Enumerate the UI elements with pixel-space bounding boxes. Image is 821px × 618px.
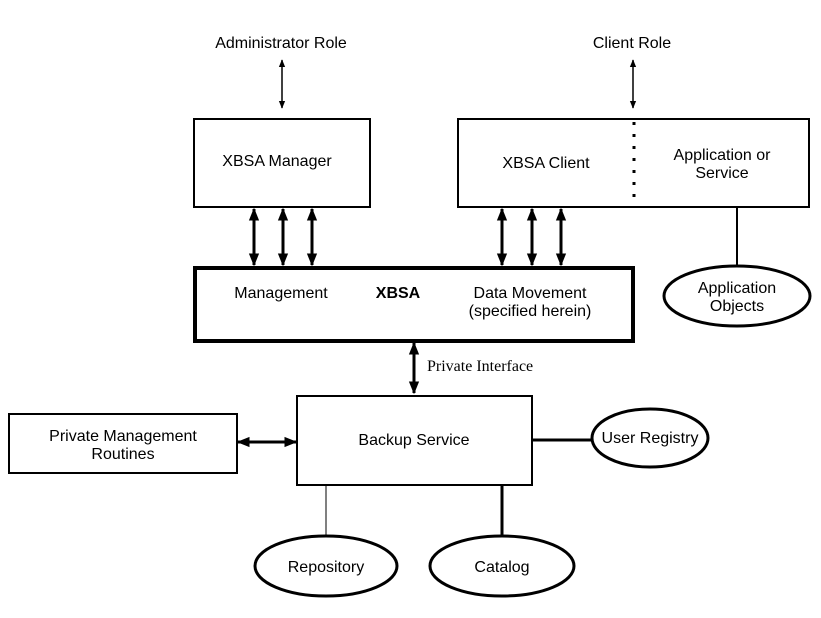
xbsa-management-label: Management (234, 285, 328, 302)
xbsa-title: XBSA (376, 285, 421, 302)
xbsa-client-label: XBSA Client (502, 155, 590, 172)
client-role-label: Client Role (593, 35, 671, 52)
manager-xbsa-arrows (248, 207, 318, 267)
backup-service-label: Backup Service (358, 432, 469, 449)
private-management-label-line1: Private Management (49, 428, 197, 445)
client-xbsa-arrows (496, 207, 567, 267)
application-label-line1: Application or (674, 147, 772, 164)
user-registry-ellipse: User Registry (590, 407, 710, 469)
xbsa-manager-label: XBSA Manager (222, 153, 332, 170)
user-registry-label: User Registry (602, 430, 699, 447)
private-management-label-line2: Routines (91, 446, 154, 463)
xbsa-data-movement-label: Data Movement (474, 285, 587, 302)
catalog-label: Catalog (474, 559, 529, 576)
xbsa-manager-box: XBSA Manager (193, 118, 371, 208)
private-interface-label: Private Interface (427, 358, 533, 375)
xbsa-specified-herein-label: (specified herein) (469, 303, 592, 320)
xbsa-client-box: XBSA Client Application or Service (457, 118, 810, 208)
application-objects-label-line2: Objects (710, 298, 764, 315)
application-objects-label-line1: Application (698, 280, 776, 297)
application-objects-ellipse: Application Objects (662, 264, 812, 328)
application-label-line2: Service (695, 165, 748, 182)
catalog-ellipse: Catalog (428, 534, 576, 598)
repository-ellipse: Repository (253, 534, 399, 598)
repository-label: Repository (288, 559, 364, 576)
backup-service-box: Backup Service (296, 395, 533, 486)
private-management-box: Private Management Routines (8, 413, 238, 474)
administrator-role-label: Administrator Role (215, 35, 347, 52)
xbsa-interface-box: Management XBSA Data Movement (specified… (193, 266, 635, 343)
